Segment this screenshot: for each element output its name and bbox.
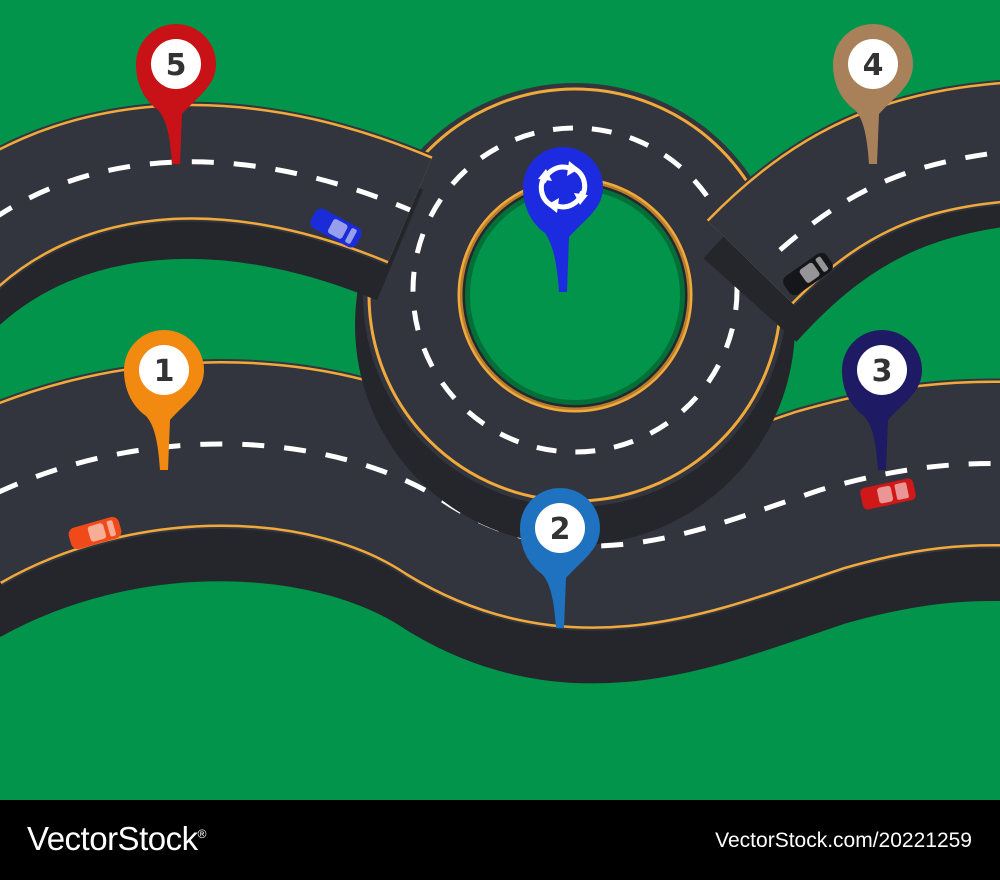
- upper-left-road-lane-marking: [0, 159, 411, 218]
- map-pin-4: 4: [833, 24, 913, 164]
- blue-car: [310, 208, 362, 248]
- upper-right-road: [703, 79, 1000, 343]
- map-pin-5: 5: [136, 24, 216, 164]
- roundabout-arrows-icon: [538, 161, 588, 213]
- pin-number: 1: [154, 354, 175, 389]
- map-pin-2: 2: [520, 488, 600, 628]
- pin-number: 2: [550, 512, 571, 547]
- registered-mark: ®: [197, 827, 207, 841]
- black-car: [783, 252, 833, 296]
- vectorstock-logo: VectorStock®: [27, 820, 206, 858]
- map-pin-1: 1: [124, 330, 204, 470]
- map-pin-3: 3: [842, 330, 922, 470]
- image-id: VectorStock.com/20221259: [715, 829, 972, 852]
- lower-road-lane-marking: [0, 441, 1000, 549]
- orange-car: [68, 516, 122, 550]
- road-inner-surface: [708, 84, 1000, 303]
- watermark-footer: VectorStock® VectorStock.com/20221259: [0, 800, 1000, 880]
- roundabout-island: [465, 185, 685, 405]
- roundabout-lane-marking: [410, 125, 740, 455]
- cars: [68, 208, 916, 550]
- road-scene: 1 2 3 4 5: [0, 0, 1000, 800]
- roundabout-pin: [523, 147, 603, 292]
- pin-number: 5: [166, 48, 187, 83]
- map-pins: 1 2 3 4 5: [124, 24, 922, 628]
- pin-number: 4: [863, 48, 884, 83]
- upper-right-road-lane-marking: [778, 149, 1000, 252]
- red-car: [860, 478, 916, 510]
- brand-name: VectorStock: [27, 820, 198, 857]
- pin-number: 3: [872, 354, 893, 389]
